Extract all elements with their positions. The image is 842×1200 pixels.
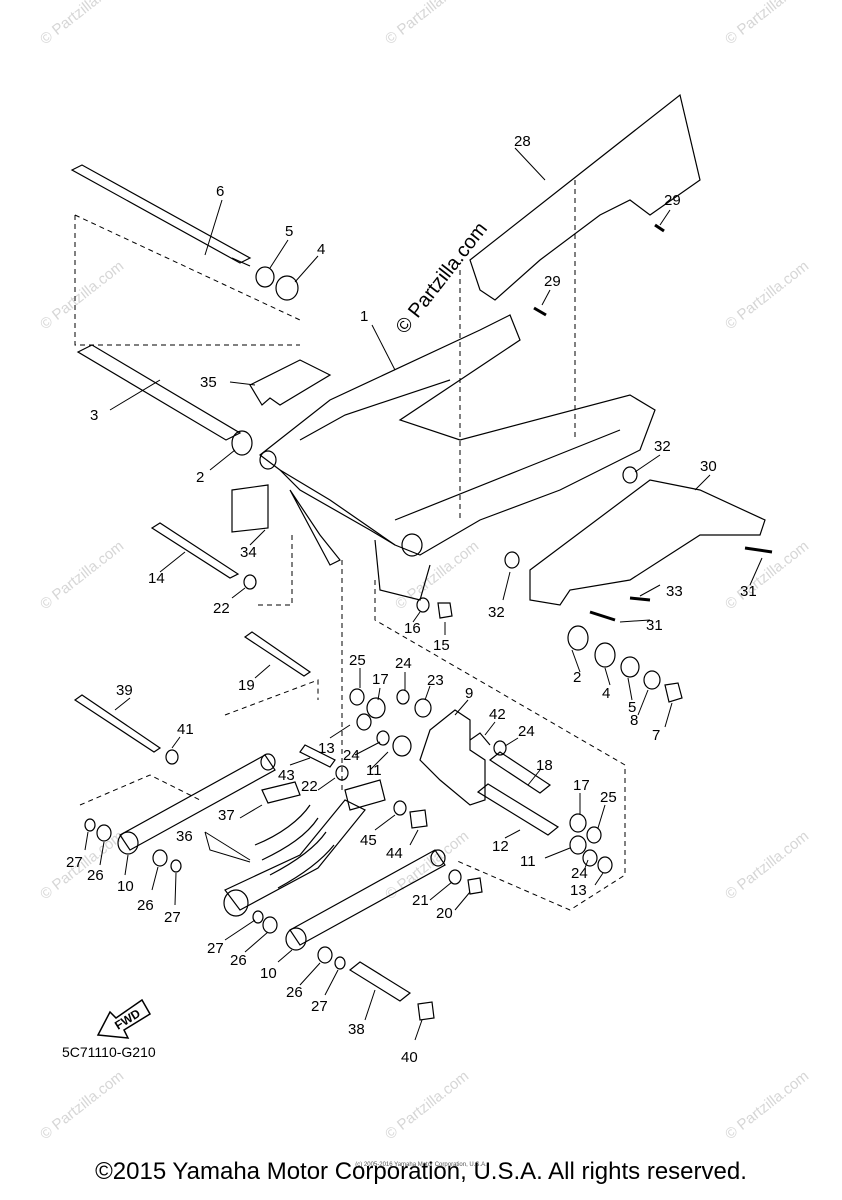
tiny-credit: (c) 2005-2016 Yamaha Motor Corporation, …: [355, 1162, 487, 1168]
callout: 32: [488, 604, 505, 621]
callout: 23: [427, 672, 444, 689]
callout: 25: [600, 789, 617, 806]
callout: 42: [489, 706, 506, 723]
callout: 1: [360, 308, 368, 325]
callout: 41: [177, 721, 194, 738]
watermark: © Partzilla.com: [37, 0, 127, 48]
parts-artwork: [70, 93, 773, 1041]
watermark: © Partzilla.com: [37, 1068, 127, 1144]
callout: 13: [318, 740, 335, 757]
callout: 15: [433, 637, 450, 654]
watermark: © Partzilla.com: [37, 258, 127, 334]
callout: 27: [164, 909, 181, 926]
callout: 4: [317, 241, 325, 258]
watermark: © Partzilla.com: [37, 538, 127, 614]
callout: 13: [570, 882, 587, 899]
fwd-arrow-icon: FWD: [96, 998, 152, 1039]
callout: 36: [176, 828, 193, 845]
callout: 2: [196, 469, 204, 486]
watermark: © Partzilla.com: [722, 0, 812, 48]
callout: 4: [602, 685, 610, 702]
diagram-code: 5C71110-G210: [62, 1044, 156, 1060]
callout: 31: [740, 583, 757, 600]
callout: 26: [286, 984, 303, 1001]
callout: 11: [366, 762, 382, 779]
callout: 27: [66, 854, 83, 871]
callout: 9: [465, 685, 473, 702]
callout: 31: [646, 617, 663, 634]
watermark: © Partzilla.com: [722, 1068, 812, 1144]
copyright-notice: ©2015 Yamaha Motor Corporation, U.S.A. A…: [95, 1158, 747, 1185]
callout: 35: [200, 374, 217, 391]
callout: 44: [386, 845, 403, 862]
callout: 5: [285, 223, 293, 240]
callout: 22: [213, 600, 230, 617]
callout: 34: [240, 544, 257, 561]
callout: 26: [230, 952, 247, 969]
callout: 29: [544, 273, 561, 290]
callout: 27: [207, 940, 224, 957]
callout: 17: [372, 671, 389, 688]
callout: 25: [349, 652, 366, 669]
watermark: © Partzilla.com: [722, 538, 812, 614]
callout: 43: [278, 767, 295, 784]
callout: 12: [492, 838, 509, 855]
callout: 24: [395, 655, 412, 672]
callout: 24: [343, 747, 360, 764]
callout: 3: [90, 407, 98, 424]
callout: 37: [218, 807, 235, 824]
callout: 16: [404, 620, 421, 637]
callout: 24: [518, 723, 535, 740]
callout: 22: [301, 778, 318, 795]
callout: 40: [401, 1049, 418, 1066]
callout: 5: [628, 699, 636, 716]
callout: 17: [573, 777, 590, 794]
callout: 10: [260, 965, 277, 982]
callout: 30: [700, 458, 717, 475]
callout: 14: [148, 570, 165, 587]
callout: 33: [666, 583, 683, 600]
watermark: © Partzilla.com: [382, 0, 472, 48]
callout: 27: [311, 998, 328, 1015]
callout: 39: [116, 682, 133, 699]
callout: 24: [571, 865, 588, 882]
callout: 26: [87, 867, 104, 884]
callout: 10: [117, 878, 134, 895]
callout: 32: [654, 438, 671, 455]
callout: 38: [348, 1021, 365, 1038]
callout: 21: [412, 892, 429, 909]
callout: 28: [514, 133, 531, 150]
watermark: © Partzilla.com: [722, 258, 812, 334]
callout: 6: [216, 183, 224, 200]
callout: 20: [436, 905, 453, 922]
callout: 45: [360, 832, 377, 849]
callout: 26: [137, 897, 154, 914]
callout: 19: [238, 677, 255, 694]
callout-labels: 1 2 2 3 4 4 5 5 6 7 8 9 10 10 11 11 12 1…: [66, 133, 757, 1066]
watermark: © Partzilla.com: [722, 828, 812, 904]
callout: 29: [664, 192, 681, 209]
watermark: © Partzilla.com: [382, 1068, 472, 1144]
callout: 2: [573, 669, 581, 686]
callout: 7: [652, 727, 660, 744]
callout: 11: [520, 853, 536, 870]
callout: 8: [630, 712, 638, 729]
callout: 18: [536, 757, 553, 774]
partzilla-watermark: © Partzilla.com: [392, 218, 492, 338]
